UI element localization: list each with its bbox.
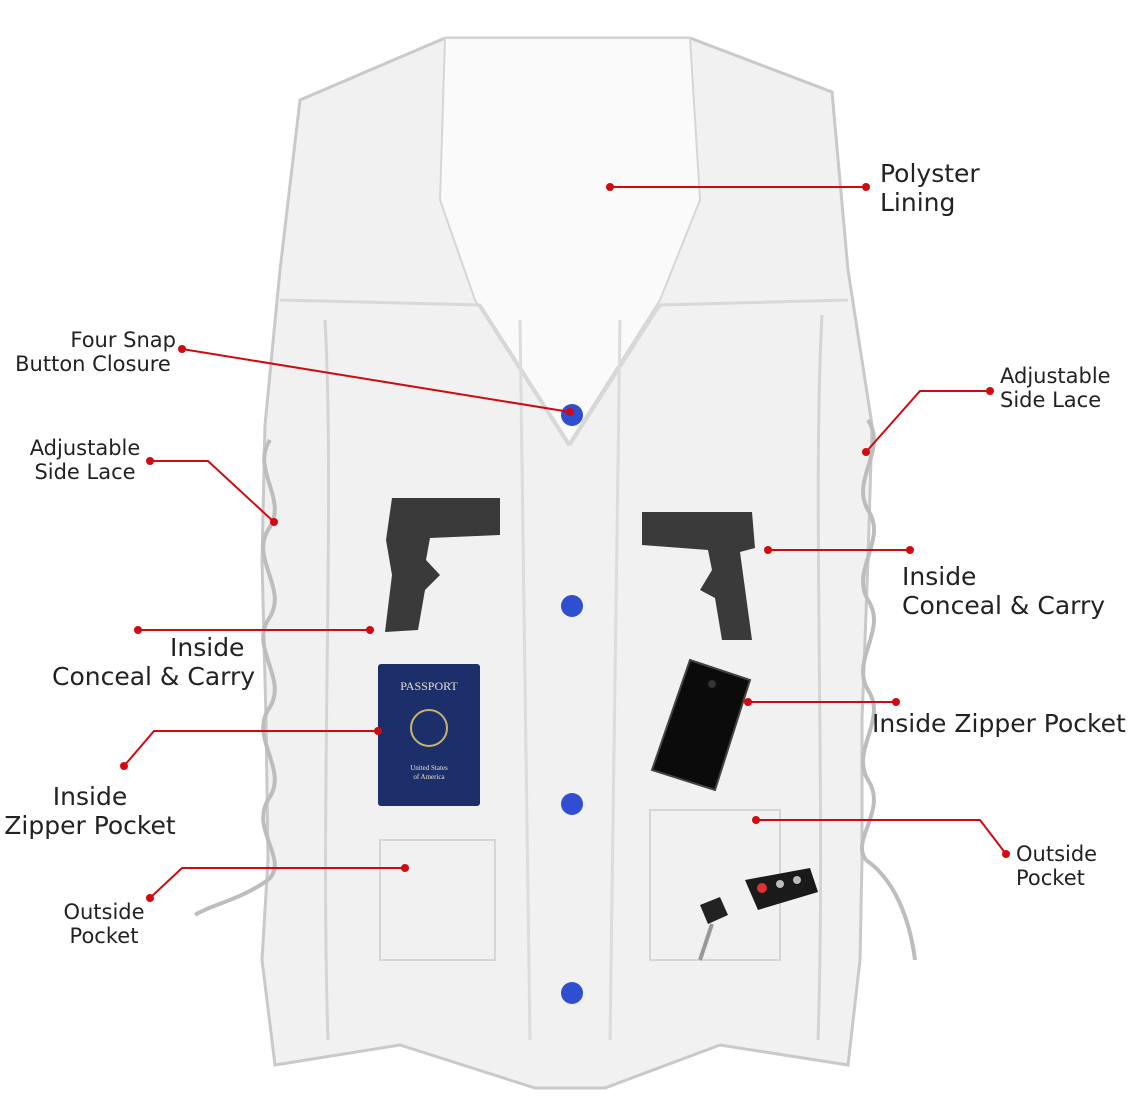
label-outside-left: Outside Pocket <box>63 900 145 949</box>
callout-dot <box>146 457 154 465</box>
callout-four-snap <box>181 348 571 413</box>
placket-left <box>518 319 532 1041</box>
callout-dot <box>178 345 186 353</box>
side-lace-right <box>859 418 917 961</box>
passport-line1: United States <box>410 764 448 772</box>
snap-button <box>561 595 583 617</box>
snap-button <box>561 982 583 1004</box>
callout-lines <box>120 183 1010 902</box>
label-four-snap: Four Snap Button Closure <box>15 328 176 377</box>
callout-dot <box>606 183 614 191</box>
pistol-right-icon <box>642 512 755 640</box>
side-seam-left <box>323 319 331 1041</box>
callout-zipper-left <box>123 730 378 767</box>
snap-button <box>561 793 583 815</box>
label-conceal-right: Inside Conceal & Carry <box>902 562 1106 620</box>
side-seam-right <box>816 314 824 1041</box>
label-zipper-right: Inside Zipper Pocket <box>872 709 1126 738</box>
passport-icon: PASSPORT United States of America <box>378 664 480 806</box>
callout-dot <box>366 626 374 634</box>
callout-dot <box>270 518 278 526</box>
callout-outside-right <box>756 819 1007 855</box>
label-zipper-left: Inside Zipper Pocket <box>4 782 176 840</box>
callout-dot <box>764 546 772 554</box>
callout-dot <box>752 816 760 824</box>
callout-dot <box>744 698 752 706</box>
smartphone-icon <box>650 658 752 792</box>
label-polyester-lining: Polyster Lining <box>880 159 980 217</box>
outside-pocket-right <box>649 809 781 961</box>
label-outside-right: Outside Pocket <box>1016 842 1098 891</box>
yoke-seam-right <box>568 298 849 446</box>
vest-body <box>260 36 874 1090</box>
callout-dot <box>401 864 409 872</box>
callout-outside-left <box>149 867 405 899</box>
passport-title: PASSPORT <box>400 679 458 693</box>
callout-dot <box>566 408 574 416</box>
yoke-seam-left <box>279 298 572 446</box>
callout-side-lace-left <box>150 460 275 523</box>
callout-dot <box>134 626 142 634</box>
callout-dot <box>146 894 154 902</box>
outside-pocket-left <box>379 839 496 961</box>
callout-dot <box>1002 850 1010 858</box>
callout-dot <box>892 698 900 706</box>
callout-dot <box>862 448 870 456</box>
callout-side-lace-right <box>865 390 990 453</box>
car-key-fob-icon <box>698 868 818 961</box>
label-side-lace-right: Adjustable Side Lace <box>1000 364 1111 413</box>
callout-dot <box>906 546 914 554</box>
placket-right <box>608 319 622 1041</box>
label-conceal-left: Inside Conceal & Carry <box>52 633 256 691</box>
callout-dot <box>120 762 128 770</box>
callout-dot <box>862 183 870 191</box>
callout-dot <box>986 387 994 395</box>
callout-dot <box>374 727 382 735</box>
passport-line2: of America <box>413 773 445 781</box>
label-side-lace-left: Adjustable Side Lace <box>29 436 141 485</box>
pistol-left-icon <box>385 498 500 632</box>
